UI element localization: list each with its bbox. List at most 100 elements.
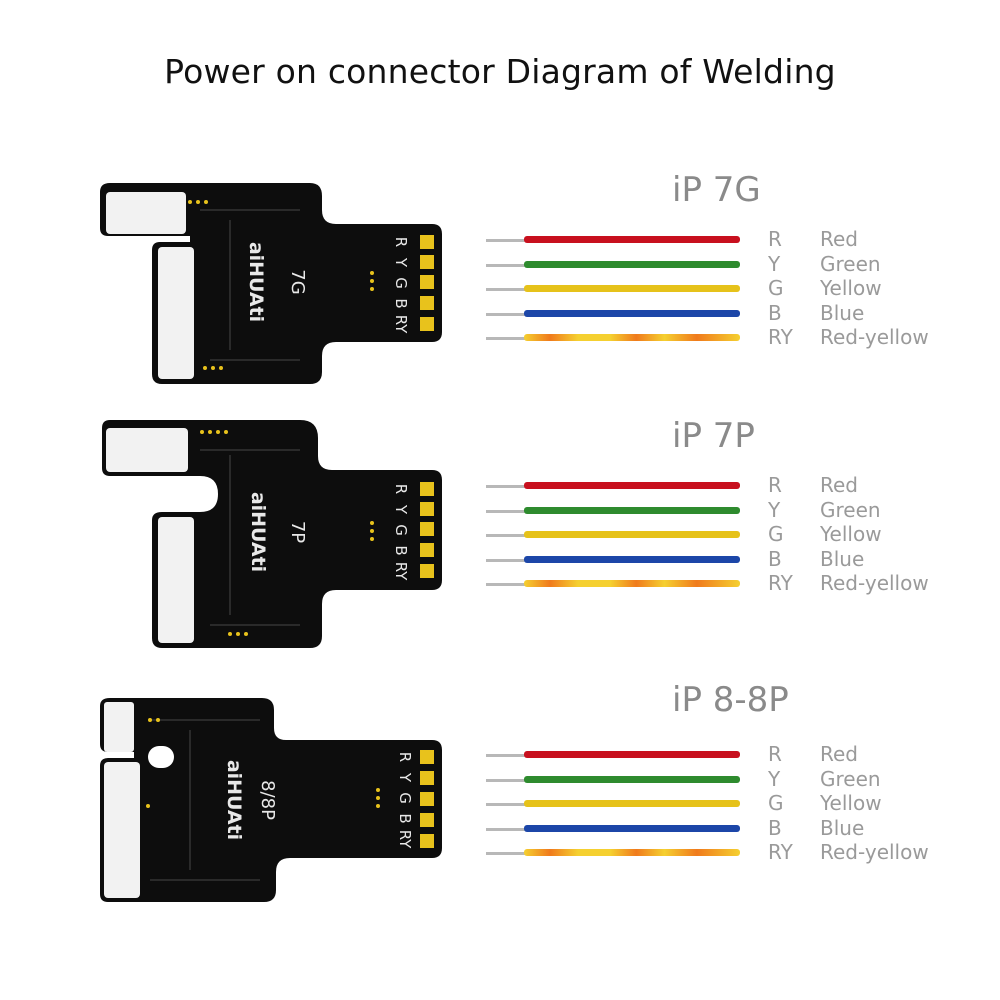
stiffener-pad xyxy=(106,192,186,234)
wire-swatch xyxy=(524,775,740,783)
brand-mark: aiHUAti xyxy=(223,760,245,840)
pin-label: RY xyxy=(392,315,410,334)
wire-color-name: Green xyxy=(820,766,881,791)
wire-lead xyxy=(486,263,526,267)
wire-lead xyxy=(486,288,526,291)
solder-pads xyxy=(146,718,434,848)
wire-code: R xyxy=(768,227,782,251)
pin-label: B xyxy=(392,298,410,308)
pin-label: R xyxy=(392,237,410,247)
solder-pads xyxy=(200,430,434,636)
wire-code: R xyxy=(768,742,782,766)
wire-row: G Yellow xyxy=(486,276,956,300)
brand-mark: aiHUAti xyxy=(245,242,267,322)
pin-label: R xyxy=(392,484,410,494)
pin-label: G xyxy=(396,792,414,804)
wire-row: Y Green xyxy=(486,767,956,791)
wire-color-name: Red xyxy=(820,473,858,497)
wire-code: G xyxy=(768,522,784,546)
wire-row: G Yellow xyxy=(486,522,956,546)
wire-swatch xyxy=(524,334,740,341)
wire-swatch xyxy=(524,555,740,563)
pin-label: Y xyxy=(392,504,410,515)
wire-color-name: Red xyxy=(820,227,858,251)
stiffener-pad xyxy=(106,428,188,472)
pin-label: Y xyxy=(396,772,414,783)
wire-code: Y xyxy=(768,766,781,791)
pin-label: RY xyxy=(392,562,410,581)
wire-lead xyxy=(486,852,526,855)
wire-row: RY Red-yellow xyxy=(486,571,956,595)
stiffener-pad xyxy=(104,762,140,898)
pcb-body xyxy=(100,698,442,902)
solder-pads xyxy=(188,200,434,370)
wire-code: B xyxy=(768,300,782,325)
wire-lead xyxy=(486,485,526,488)
wire-lead xyxy=(486,509,526,513)
pin-label: B xyxy=(396,813,414,823)
page-title: Power on connector Diagram of Welding xyxy=(164,52,836,91)
wire-swatch xyxy=(524,580,740,587)
stiffener-pad xyxy=(158,517,194,643)
wire-color-name: Yellow xyxy=(820,791,882,815)
mount-hole xyxy=(148,746,174,768)
wire-code: RY xyxy=(768,571,793,595)
board-model-label: 7G xyxy=(287,269,308,294)
model-title: iP 7G xyxy=(672,170,761,210)
wire-swatch xyxy=(524,800,740,807)
board-8-8p xyxy=(100,698,442,902)
wire-lead xyxy=(486,778,526,782)
board-7g xyxy=(100,183,442,384)
wire-swatch xyxy=(524,309,740,317)
board-model-label: 7P xyxy=(287,521,308,543)
wire-lead xyxy=(486,534,526,537)
board-model-label: 8/8P xyxy=(257,780,278,820)
wire-code: G xyxy=(768,791,784,815)
model-title: iP 8-8P xyxy=(672,680,789,720)
wire-lead xyxy=(486,312,526,316)
wire-row: R Red xyxy=(486,227,956,251)
wire-color-name: Green xyxy=(820,251,881,276)
wire-swatch xyxy=(524,849,740,856)
wire-swatch xyxy=(524,531,740,538)
wire-color-name: Red-yellow xyxy=(820,840,929,864)
wire-row: B Blue xyxy=(486,547,956,571)
brand-mark: aiHUAti xyxy=(247,492,269,572)
wire-swatch xyxy=(524,236,740,243)
stiffener-pad xyxy=(104,702,134,752)
pin-label: RY xyxy=(396,830,414,849)
wire-lead xyxy=(486,583,526,586)
pin-label: Y xyxy=(392,257,410,268)
wire-swatch xyxy=(524,824,740,832)
wire-lead xyxy=(486,337,526,340)
pin-label: R xyxy=(396,752,414,762)
wire-lead xyxy=(486,558,526,562)
wire-color-name: Red-yellow xyxy=(820,325,929,349)
model-title: iP 7P xyxy=(672,416,755,456)
pin-label: G xyxy=(392,277,410,289)
wire-color-name: Yellow xyxy=(820,276,882,300)
wire-color-name: Blue xyxy=(820,815,865,840)
pin-label: G xyxy=(392,524,410,536)
wire-color-name: Blue xyxy=(820,546,865,571)
wire-swatch xyxy=(524,260,740,268)
wire-row: G Yellow xyxy=(486,791,956,815)
wire-code: B xyxy=(768,815,782,840)
wire-code: G xyxy=(768,276,784,300)
wire-color-name: Yellow xyxy=(820,522,882,546)
wire-swatch xyxy=(524,751,740,758)
wire-code: B xyxy=(768,546,782,571)
wire-code: RY xyxy=(768,325,793,349)
wire-color-name: Red-yellow xyxy=(820,571,929,595)
wire-lead xyxy=(486,803,526,806)
wire-swatch xyxy=(524,506,740,514)
board-7p xyxy=(102,420,442,648)
